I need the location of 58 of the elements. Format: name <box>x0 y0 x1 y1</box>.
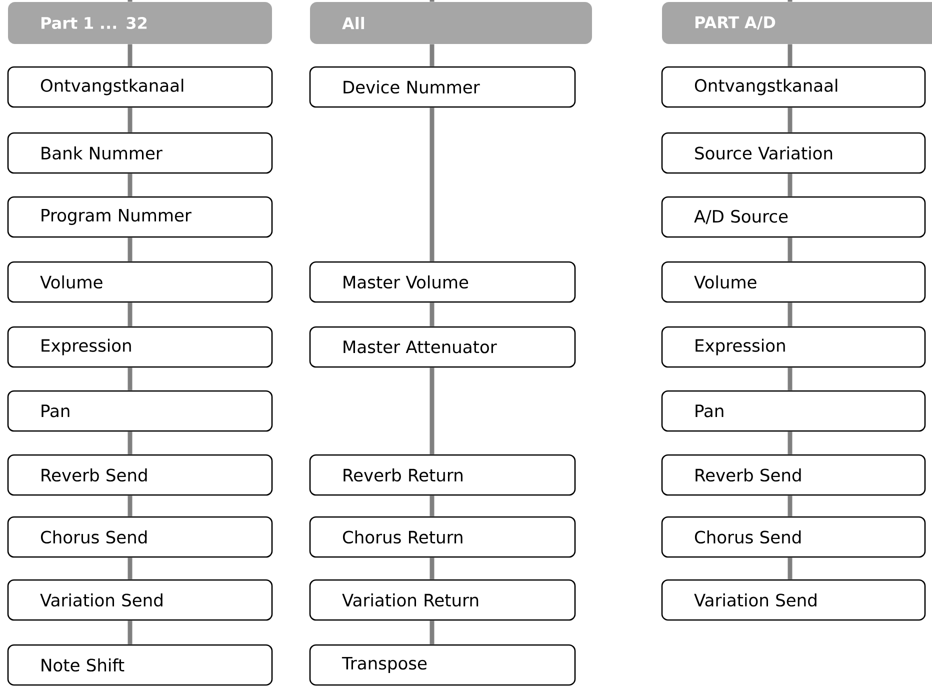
connector-line <box>128 44 132 66</box>
connector-line <box>430 496 434 516</box>
connector-line <box>430 302 434 326</box>
parameter-box: A/D Source <box>661 196 926 238</box>
connector-line <box>128 108 132 132</box>
parameter-box: Chorus Send <box>661 516 926 558</box>
parameter-box: Master Attenuator <box>309 326 576 368</box>
parameter-box: Master Volume <box>309 261 576 303</box>
connector-line <box>128 174 132 196</box>
connector-line <box>128 496 132 516</box>
parameter-box: Reverb Send <box>661 454 926 496</box>
connector-line <box>788 496 792 516</box>
parameter-box: Chorus Send <box>7 516 273 558</box>
parameter-box: Volume <box>7 261 273 303</box>
connector-line <box>128 238 132 262</box>
parameter-box: Program Nummer <box>7 196 273 238</box>
parameter-box: Variation Return <box>309 579 576 621</box>
connector-line <box>128 558 132 580</box>
parameter-box: Bank Nummer <box>7 132 273 174</box>
connector-line <box>128 302 132 326</box>
connector-line <box>430 44 434 66</box>
connector-line <box>788 302 792 326</box>
connector-line <box>430 0 434 2</box>
parameter-box: Variation Send <box>7 579 273 621</box>
parameter-box: Expression <box>7 326 273 368</box>
column-header: Part 1 ... 32 <box>8 2 272 44</box>
connector-line <box>788 174 792 196</box>
parameter-box: Chorus Return <box>309 516 576 558</box>
parameter-box: Pan <box>661 390 926 432</box>
parameter-box: Ontvangstkanaal <box>7 66 273 108</box>
connector-line <box>430 108 434 262</box>
parameter-box: Pan <box>7 390 273 432</box>
connector-line <box>430 368 434 454</box>
parameter-box: Transpose <box>309 644 576 686</box>
connector-line <box>788 238 792 262</box>
connector-line <box>128 368 132 390</box>
connector-line <box>788 558 792 580</box>
connector-line <box>430 558 434 580</box>
connector-line <box>128 620 132 644</box>
parameter-box: Note Shift <box>7 644 273 686</box>
connector-line <box>788 108 792 132</box>
parameter-box: Variation Send <box>661 579 926 621</box>
parameter-box: Expression <box>661 326 926 368</box>
parameter-box: Ontvangstkanaal <box>661 66 926 108</box>
parameter-box: Reverb Return <box>309 454 576 496</box>
parameter-box: Device Nummer <box>309 66 576 108</box>
connector-line <box>788 432 792 454</box>
connector-line <box>430 620 434 644</box>
column-header: All <box>310 2 592 44</box>
connector-line <box>128 0 132 2</box>
connector-line <box>128 432 132 454</box>
connector-line <box>788 368 792 390</box>
connector-line <box>788 44 792 66</box>
parameter-box: Source Variation <box>661 132 926 174</box>
parameter-box: Volume <box>661 261 926 303</box>
connector-line <box>788 0 792 2</box>
parameter-box: Reverb Send <box>7 454 273 496</box>
column-header: PART A/D <box>662 2 932 44</box>
